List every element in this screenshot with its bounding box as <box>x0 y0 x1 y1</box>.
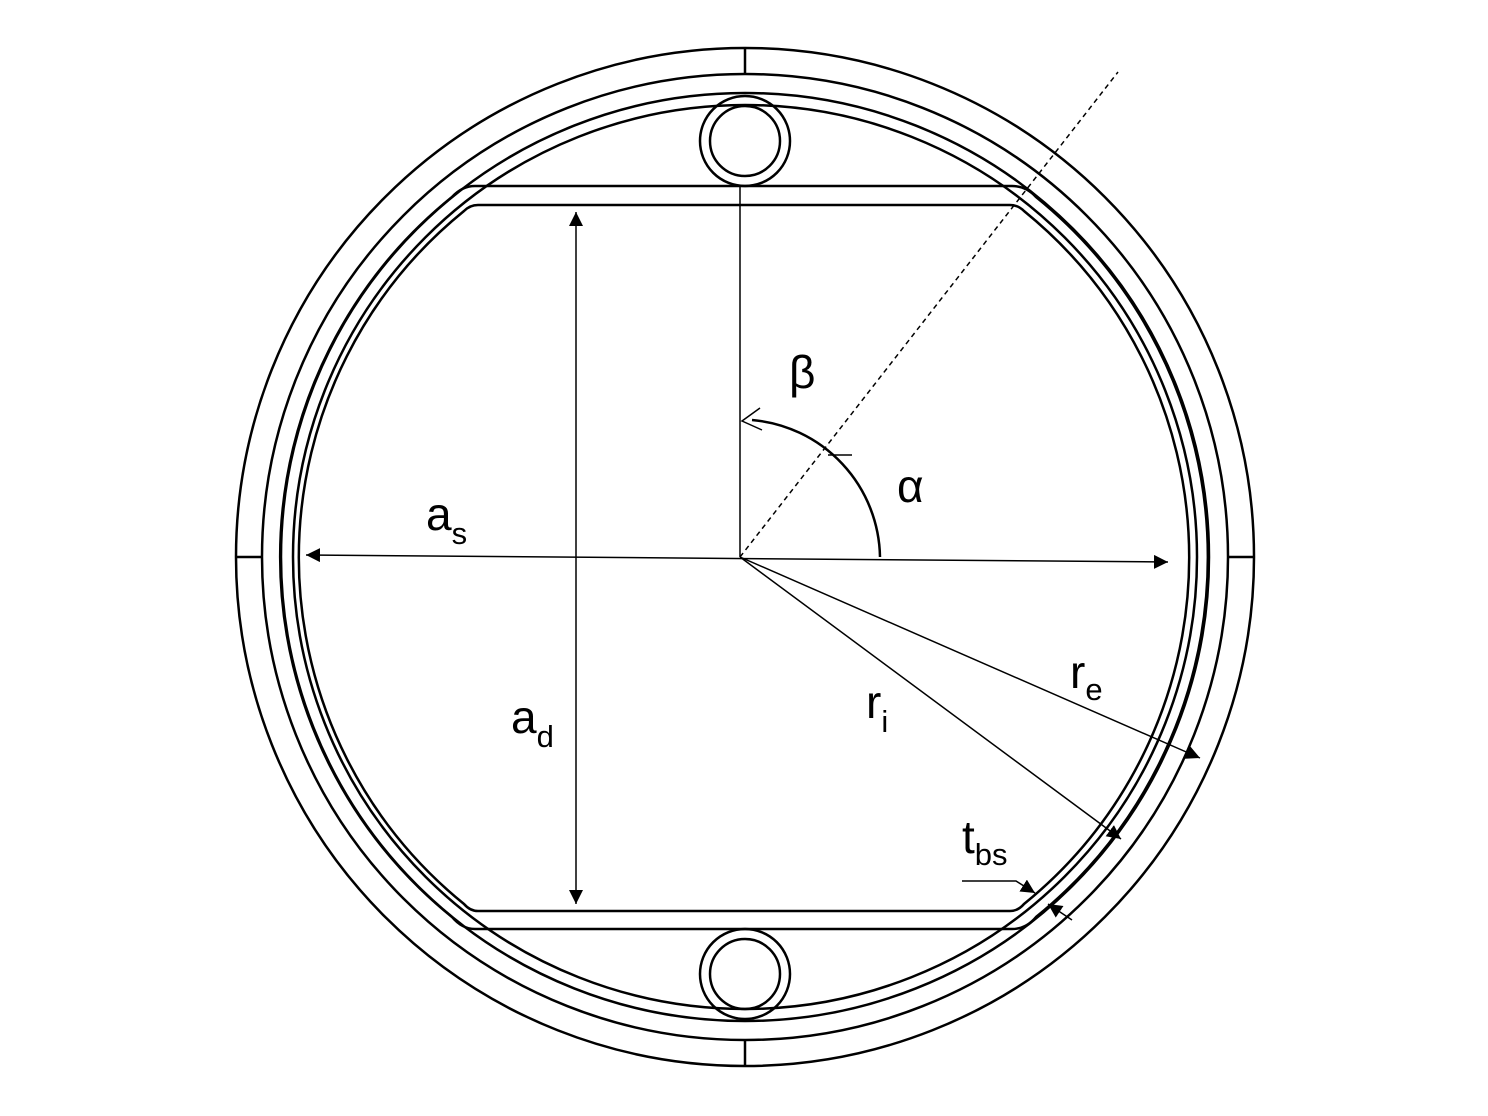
dimension-a-s <box>305 548 1169 569</box>
diagonal-dashed-line <box>739 71 1119 558</box>
segment-ring-outer <box>279 91 1211 1023</box>
label-alpha: α <box>897 460 924 512</box>
thickness-t-bs-arrows <box>962 879 1073 921</box>
chamber-outline-outer <box>278 184 1210 931</box>
label-t-bs: tbs <box>962 811 1008 872</box>
beta-arrowhead <box>740 407 763 431</box>
outer-ring-inner-edge <box>260 72 1230 1042</box>
label-r-e: re <box>1070 646 1103 707</box>
angle-arc <box>751 418 882 558</box>
segment-joints <box>236 48 1254 1066</box>
label-a-d: ad <box>511 691 554 754</box>
top-bolt <box>698 94 792 188</box>
label-beta: β <box>789 346 815 398</box>
outer-ring <box>234 46 1256 1068</box>
radius-r-e <box>739 556 1201 759</box>
chamber-outline-inner <box>297 203 1191 913</box>
bottom-bolt <box>698 927 792 1021</box>
label-r-i: ri <box>866 676 888 739</box>
radius-r-i <box>739 556 1122 840</box>
label-a-s: as <box>426 488 467 551</box>
